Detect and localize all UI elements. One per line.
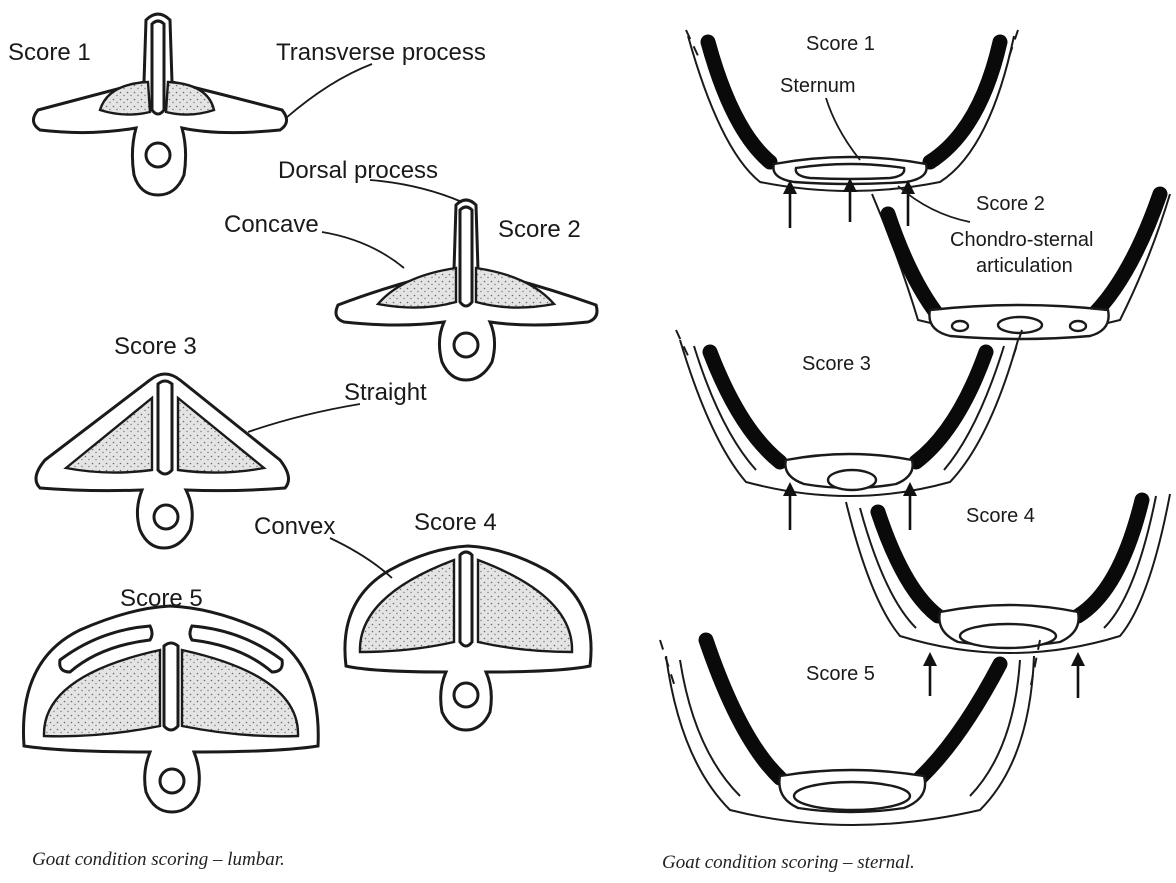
straight-label: Straight — [344, 379, 427, 406]
lumbar-score-2-label: Score 2 — [498, 216, 581, 243]
sternal-score-3-label: Score 3 — [802, 353, 871, 375]
transverse-process-label: Transverse process — [276, 39, 486, 66]
lumbar-score-5-label: Score 5 — [120, 585, 203, 612]
lumbar-vertebra-score-4 — [345, 546, 591, 730]
sternal-score-5-label: Score 5 — [806, 663, 875, 685]
sternum-label: Sternum — [780, 75, 856, 97]
sternal-score-4-label: Score 4 — [966, 505, 1035, 527]
lumbar-score-3-label: Score 3 — [114, 333, 197, 360]
lumbar-vertebra-score-3 — [36, 374, 289, 548]
lumbar-panel: Score 1 Transverse process Dorsal proces… — [8, 14, 597, 870]
convex-label: Convex — [254, 513, 335, 540]
sternal-score-2-label: Score 2 — [976, 193, 1045, 215]
concave-label: Concave — [224, 211, 319, 238]
leader-convex — [330, 538, 392, 578]
leader-straight — [248, 404, 360, 432]
leader-concave — [322, 232, 404, 268]
chondro-sternal-label-line-1: Chondro-sternal — [950, 229, 1093, 251]
sternal-score-1-label: Score 1 — [806, 33, 875, 55]
chondro-sternal-label-line-2: articulation — [976, 255, 1073, 277]
leader-transverse-process — [286, 64, 372, 118]
sternal-panel: Score 1 Sternum Score 2 Chondro-sternal … — [660, 30, 1170, 873]
lumbar-score-1-label: Score 1 — [8, 39, 91, 66]
sternal-caption: Goat condition scoring – sternal. — [662, 852, 915, 873]
dorsal-process-label: Dorsal process — [278, 157, 438, 184]
leader-sternum — [826, 98, 860, 160]
lumbar-caption: Goat condition scoring – lumbar. — [32, 849, 285, 870]
lumbar-score-4-label: Score 4 — [414, 509, 497, 536]
lumbar-vertebra-score-5 — [23, 606, 318, 812]
